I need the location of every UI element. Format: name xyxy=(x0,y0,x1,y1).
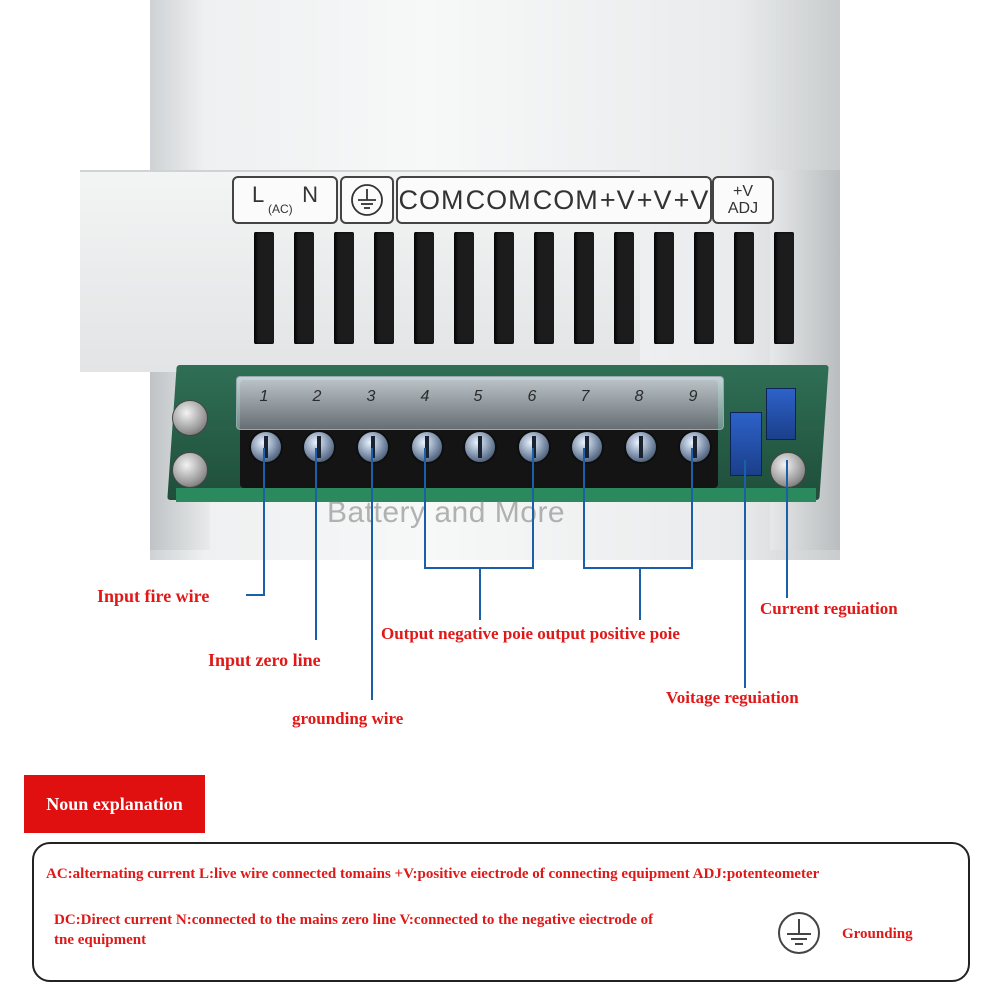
terminal-number: 5 xyxy=(473,388,483,405)
chassis-screw xyxy=(172,400,208,436)
chassis-screw xyxy=(172,452,208,488)
vent-slot xyxy=(654,232,674,344)
legend-output-com-3: COM xyxy=(532,184,599,215)
vent-slot xyxy=(614,232,634,344)
vent-slot xyxy=(774,232,794,344)
legend-output-v-3: +V xyxy=(673,184,710,215)
terminal-number: 8 xyxy=(634,388,644,405)
legend-l-n: L N (AC) xyxy=(232,176,338,224)
terminal-number: 7 xyxy=(580,388,590,405)
grounding-icon xyxy=(778,912,820,954)
terminal-number: 4 xyxy=(420,388,430,405)
terminal-screw xyxy=(463,430,497,464)
legend-output-com-1: COM xyxy=(398,184,465,215)
terminal-number: 9 xyxy=(688,388,698,405)
vent-slot xyxy=(374,232,394,344)
callout-line-fire-wire xyxy=(246,448,265,596)
vent-slot xyxy=(734,232,754,344)
noun-line-2a: DC:Direct current N:connected to the mai… xyxy=(54,912,654,928)
legend-output-v-1: +V xyxy=(599,184,636,215)
label-voltage-regulation: Voitage reguiation xyxy=(666,688,799,707)
legend-outputs: COM COM COM +V +V +V xyxy=(396,176,712,224)
current-potentiometer xyxy=(766,388,796,440)
legend-l: L xyxy=(252,182,265,207)
terminal-number: 3 xyxy=(366,388,376,405)
vent-slot xyxy=(294,232,314,344)
vent-slot xyxy=(574,232,594,344)
label-current-regulation: Current reguiation xyxy=(760,599,898,618)
vent-slot xyxy=(694,232,714,344)
noun-line-1: AC:alternating current L:live wire conne… xyxy=(46,866,820,882)
label-input-zero-line: Input zero line xyxy=(208,650,321,670)
label-grounding-wire: grounding wire xyxy=(292,709,404,728)
noun-explanation-box xyxy=(32,842,970,982)
legend-output-com-2: COM xyxy=(465,184,532,215)
label-output-poles: Output negative poie output positive poi… xyxy=(381,624,680,643)
callout-line-positive xyxy=(583,448,693,569)
terminal-screw xyxy=(249,430,283,464)
legend-adj: +V ADJ xyxy=(712,176,774,224)
label-input-fire-wire: Input fire wire xyxy=(97,586,210,606)
circuit-board-edge xyxy=(176,488,816,502)
terminal-screw xyxy=(624,430,658,464)
vent-slot xyxy=(414,232,434,344)
legend-n: N xyxy=(302,182,318,207)
terminal-screw xyxy=(570,430,604,464)
watermark: Battery and More xyxy=(327,496,566,529)
vent-slot xyxy=(334,232,354,344)
terminal-screw xyxy=(678,430,712,464)
terminal-number: 2 xyxy=(312,388,322,405)
label-grounding: Grounding xyxy=(842,926,913,942)
vent-slot xyxy=(454,232,474,344)
terminal-screw xyxy=(410,430,444,464)
noun-explanation-tab: Noun explanation xyxy=(24,775,205,833)
terminal-screw xyxy=(356,430,390,464)
noun-line-2b: tne equipment xyxy=(54,932,147,948)
terminal-cover xyxy=(236,376,724,430)
vent-slot xyxy=(254,232,274,344)
terminal-number: 1 xyxy=(259,388,269,405)
legend-output-v-2: +V xyxy=(636,184,673,215)
terminal-number: 6 xyxy=(527,388,537,405)
legend-ac: (AC) xyxy=(268,202,293,216)
legend-ground xyxy=(340,176,394,224)
vent-slot xyxy=(534,232,554,344)
legend-adj-bottom: ADJ xyxy=(727,200,759,217)
legend-adj-top: +V xyxy=(732,183,753,200)
terminal-screw xyxy=(302,430,336,464)
vent-slot xyxy=(494,232,514,344)
callout-line-negative xyxy=(424,448,534,569)
ground-symbol-icon xyxy=(351,184,383,216)
